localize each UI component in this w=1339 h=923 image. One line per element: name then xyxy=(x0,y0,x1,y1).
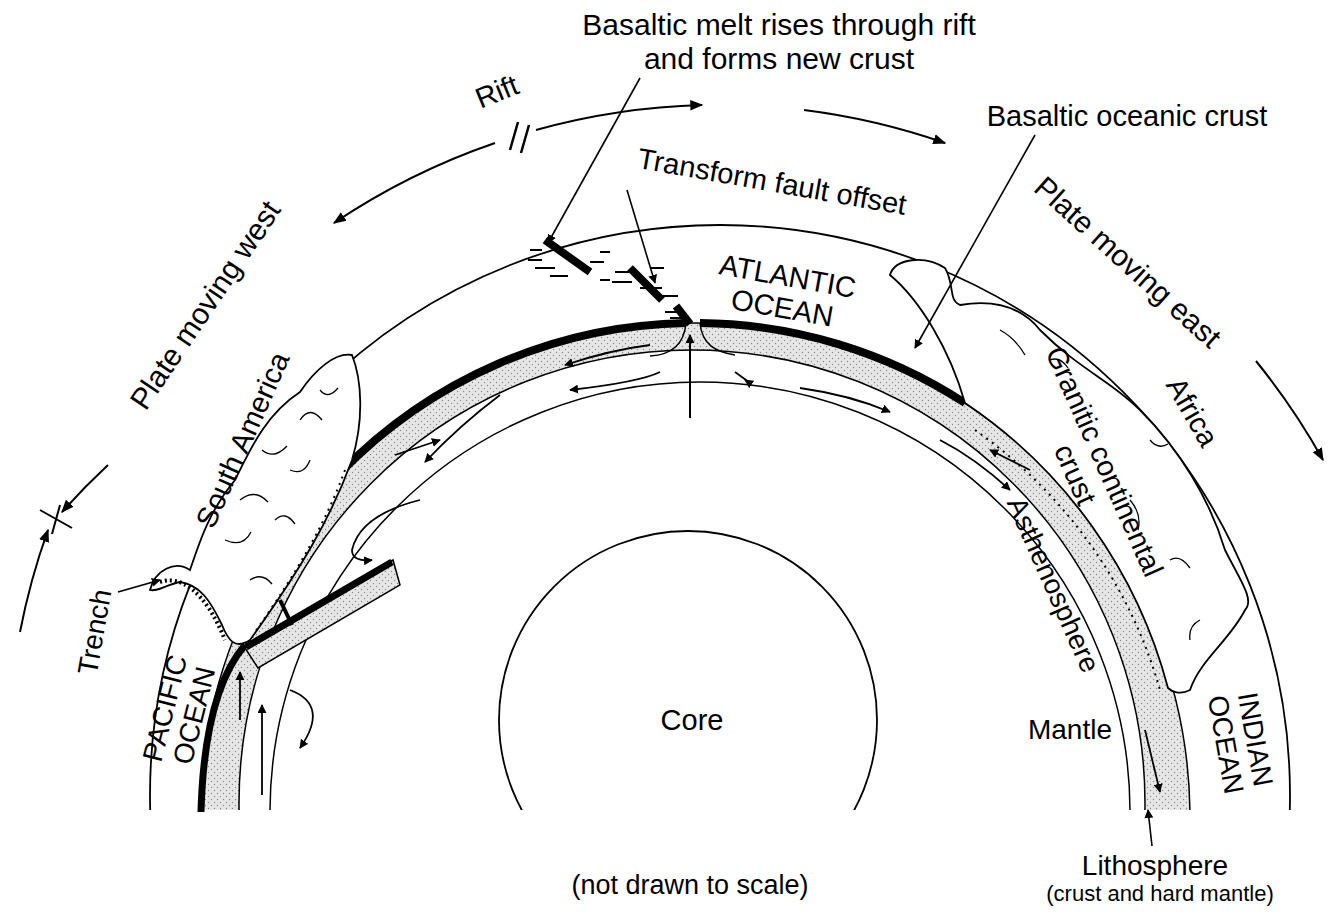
part-label: (crust and hard mantle) xyxy=(1046,881,1273,906)
core-circle: Core xyxy=(498,530,878,810)
motion-arrow xyxy=(62,465,108,512)
leader-line xyxy=(627,190,655,283)
part-label: Lithosphere xyxy=(1082,850,1228,882)
caption: (not drawn to scale) xyxy=(571,870,808,901)
part-label: Mantle xyxy=(1028,714,1112,746)
fault-hatching xyxy=(528,250,685,318)
rift-symbol xyxy=(510,122,529,153)
ridge-edge xyxy=(650,323,686,356)
part-label: Plate moving east xyxy=(1028,169,1229,355)
slab-break xyxy=(280,600,292,625)
leader-line xyxy=(118,580,160,592)
node-label: Core xyxy=(661,704,724,737)
trench-hachure xyxy=(160,580,225,640)
leader-line xyxy=(548,78,640,243)
flow-arrow xyxy=(940,440,1010,490)
mantle-boundary xyxy=(270,382,1130,810)
leader-line xyxy=(1148,810,1152,846)
core-outline xyxy=(498,530,878,810)
core-circle-shape xyxy=(499,531,877,810)
motion-arrow xyxy=(536,105,702,130)
ocean-surface xyxy=(150,225,1290,810)
flow-arrow xyxy=(689,335,691,418)
flow-arrow xyxy=(565,345,650,365)
flow-arrow xyxy=(735,372,751,384)
earth-layers xyxy=(150,225,1290,810)
flow-arrow xyxy=(800,388,890,412)
flow-arrow xyxy=(1145,730,1160,792)
leader-line xyxy=(915,135,1035,348)
part-label: Rift xyxy=(471,69,524,116)
part-label: Transform fault offset xyxy=(635,142,909,222)
flow-arrow xyxy=(395,440,440,455)
flow-arrow xyxy=(990,450,1030,470)
convergence-mark xyxy=(40,505,72,534)
motion-arrow xyxy=(804,110,945,143)
flow-arrow xyxy=(352,500,420,560)
part-label: Africa xyxy=(1159,372,1225,453)
motion-arrow xyxy=(334,143,495,223)
flow-arrow xyxy=(290,690,313,748)
motion-arrow xyxy=(1256,361,1323,460)
basaltic-crust xyxy=(340,323,686,473)
flow-arrow xyxy=(570,372,660,390)
part-label: Basaltic melt rises through rift and for… xyxy=(559,8,999,76)
basaltic-crust xyxy=(700,323,965,403)
continental-dots xyxy=(255,470,345,632)
flow-arrow xyxy=(239,672,241,720)
part-label: Basaltic oceanic crust xyxy=(987,100,1267,133)
part-label: Trench xyxy=(72,587,118,677)
flow-arrow xyxy=(425,395,500,462)
flow-arrow xyxy=(261,705,263,795)
motion-arrow xyxy=(20,530,48,632)
ridge-edge xyxy=(700,323,735,355)
